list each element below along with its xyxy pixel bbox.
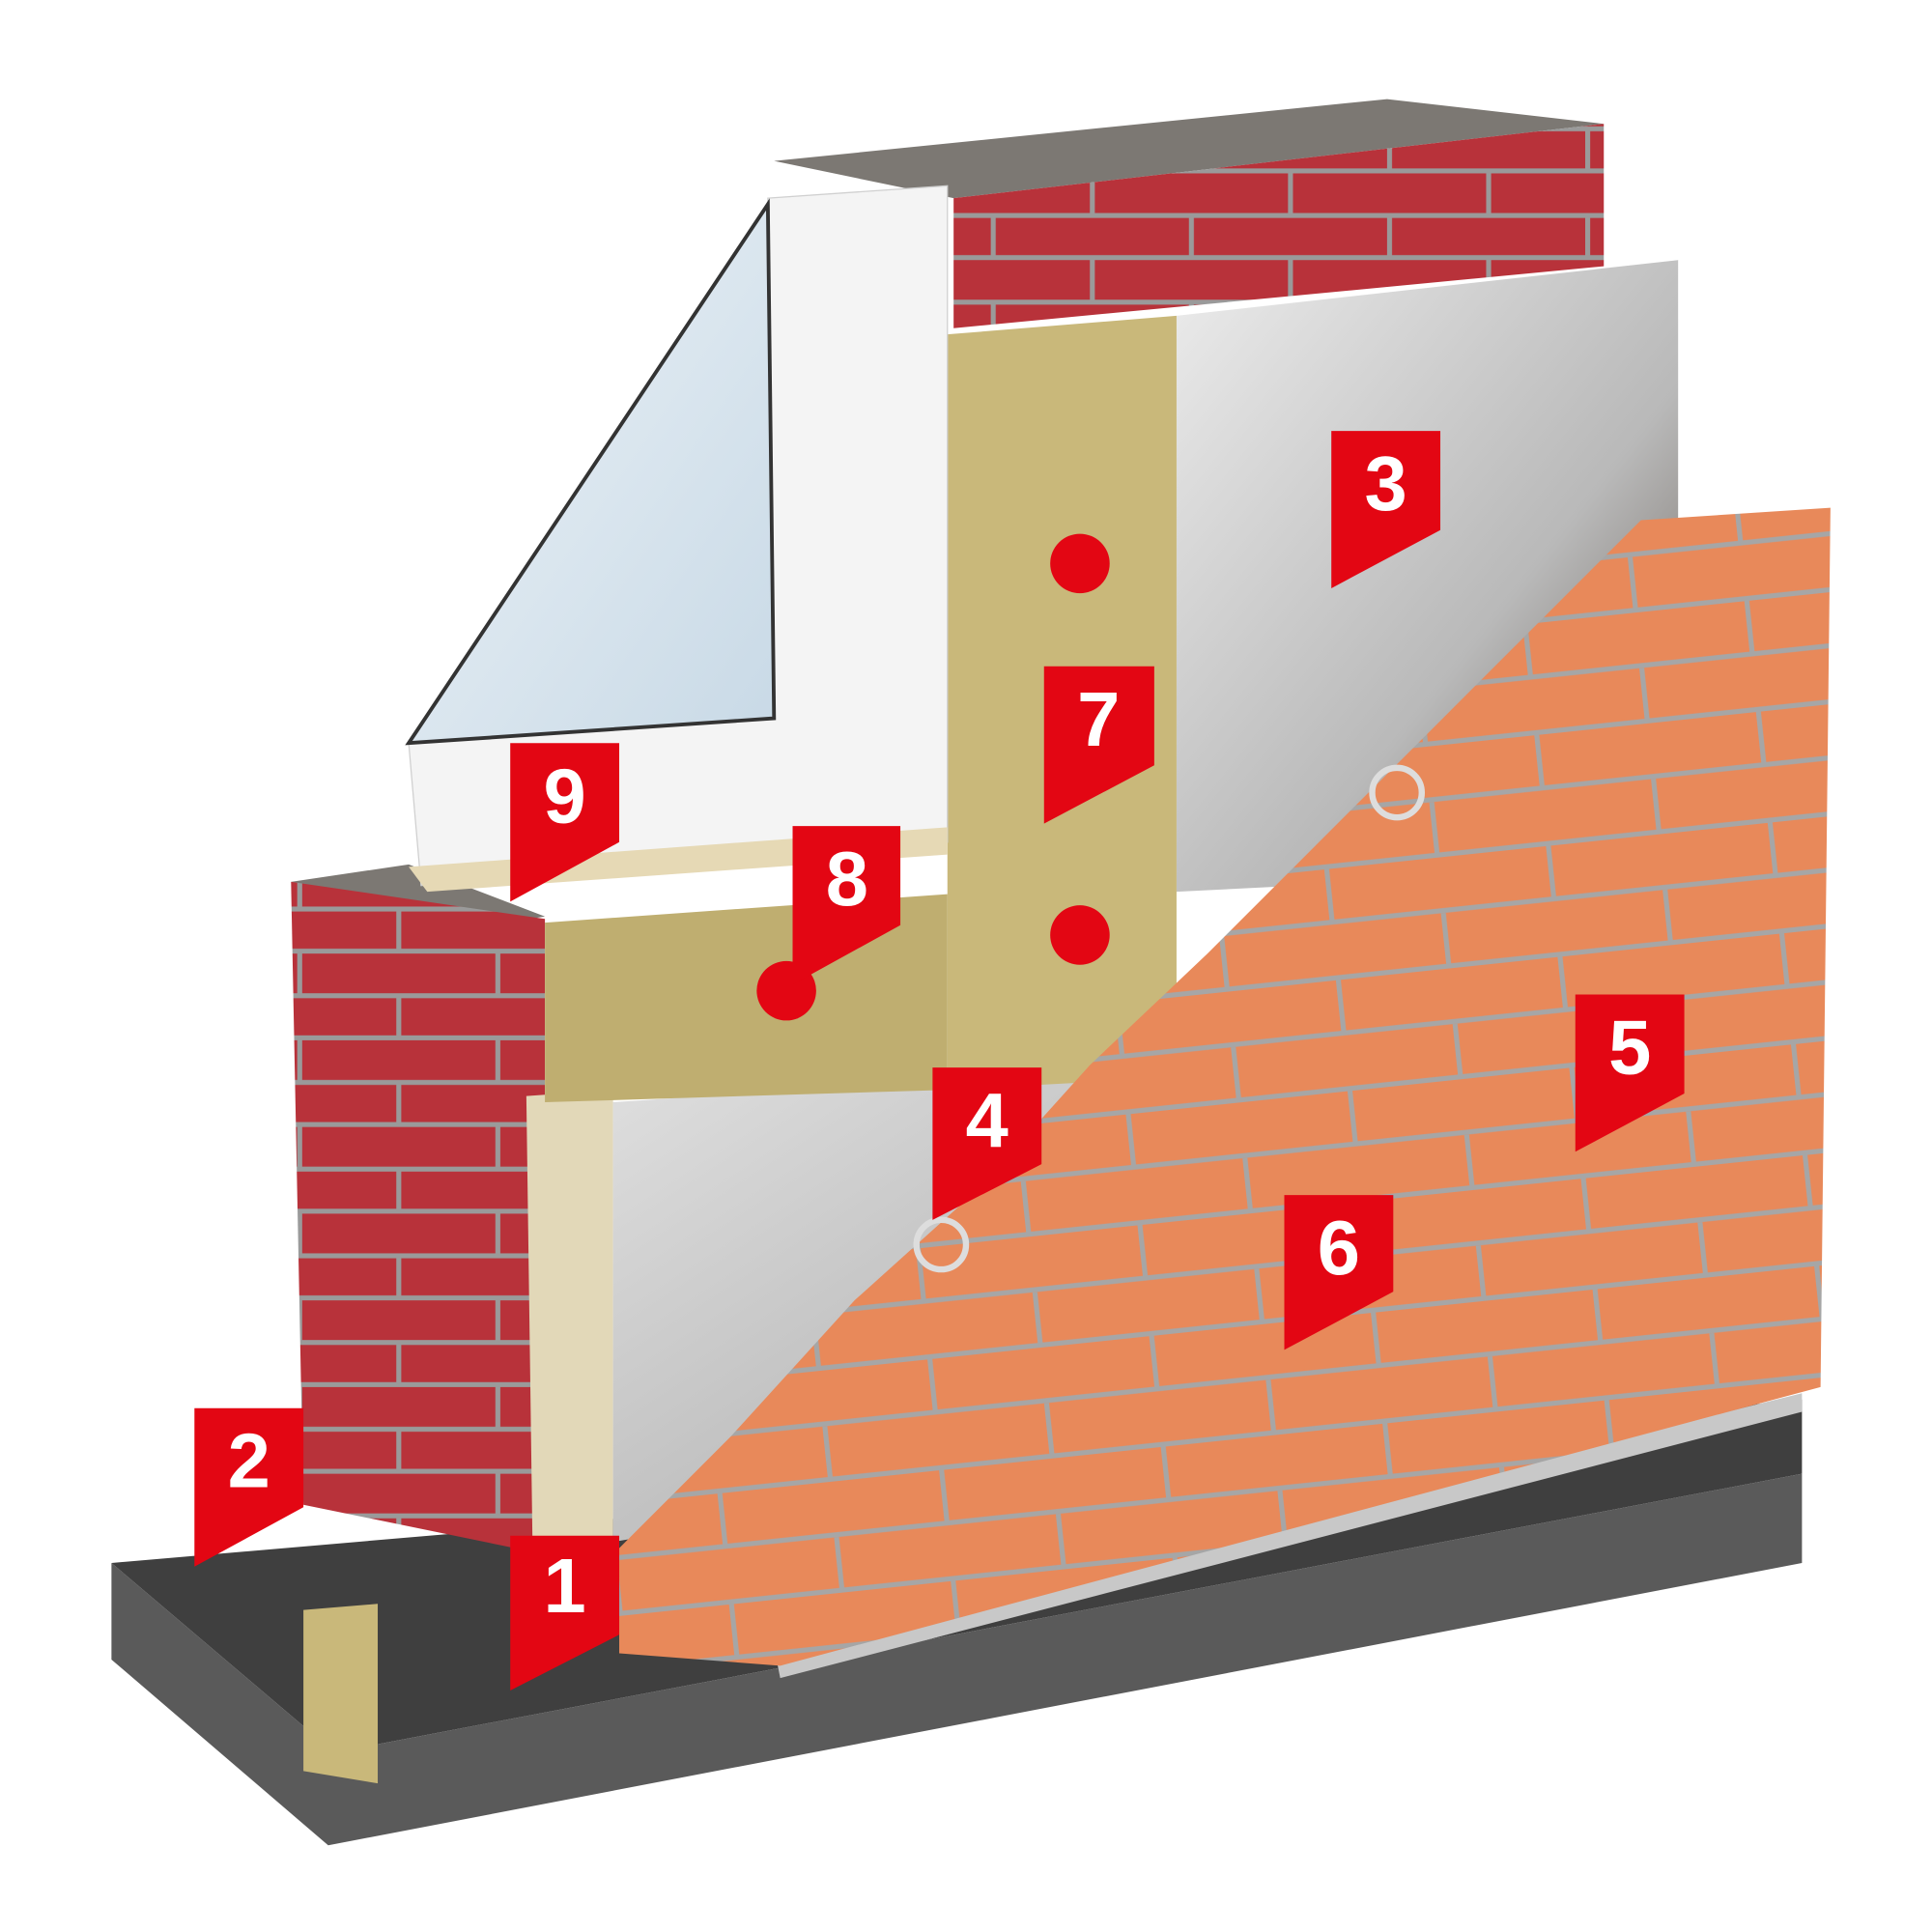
marker-8: 8: [792, 826, 901, 985]
upper-wall-top: [774, 99, 1605, 199]
marker-2: 2: [194, 1407, 304, 1567]
dowel-icon: [1050, 533, 1110, 594]
marker-label: 2: [228, 1418, 270, 1504]
dowel-icon: [1050, 905, 1110, 965]
wall-tie-icon: [1369, 764, 1425, 821]
marker-3: 3: [1331, 431, 1441, 588]
marker-label: 7: [1077, 676, 1120, 762]
marker-label: 3: [1365, 440, 1407, 526]
marker-6: 6: [1284, 1195, 1394, 1350]
window-glass: [405, 198, 777, 746]
marker-1: 1: [510, 1535, 620, 1690]
facing-brick-wall: [619, 507, 1831, 1666]
marker-label: 8: [826, 836, 868, 922]
marker-label: 6: [1318, 1205, 1360, 1291]
foundation-front: [111, 1473, 1803, 1846]
marker-4: 4: [932, 1067, 1042, 1220]
foundation-insulation: [303, 1604, 379, 1784]
inner-brick-wall: [291, 881, 546, 1554]
damp-proof-strip: [774, 1393, 1803, 1679]
upper-brick-wall: [953, 124, 1605, 328]
marker-label: 9: [544, 753, 586, 838]
marker-label: 4: [966, 1077, 1009, 1163]
marker-5: 5: [1575, 994, 1685, 1152]
marker-7: 7: [1043, 666, 1154, 824]
marker-label: 1: [544, 1543, 586, 1629]
insulation-edge-strip: [526, 1090, 613, 1546]
marker-9: 9: [510, 743, 620, 902]
marker-label: 5: [1608, 1005, 1651, 1091]
wall-tie-icon: [913, 1216, 970, 1273]
